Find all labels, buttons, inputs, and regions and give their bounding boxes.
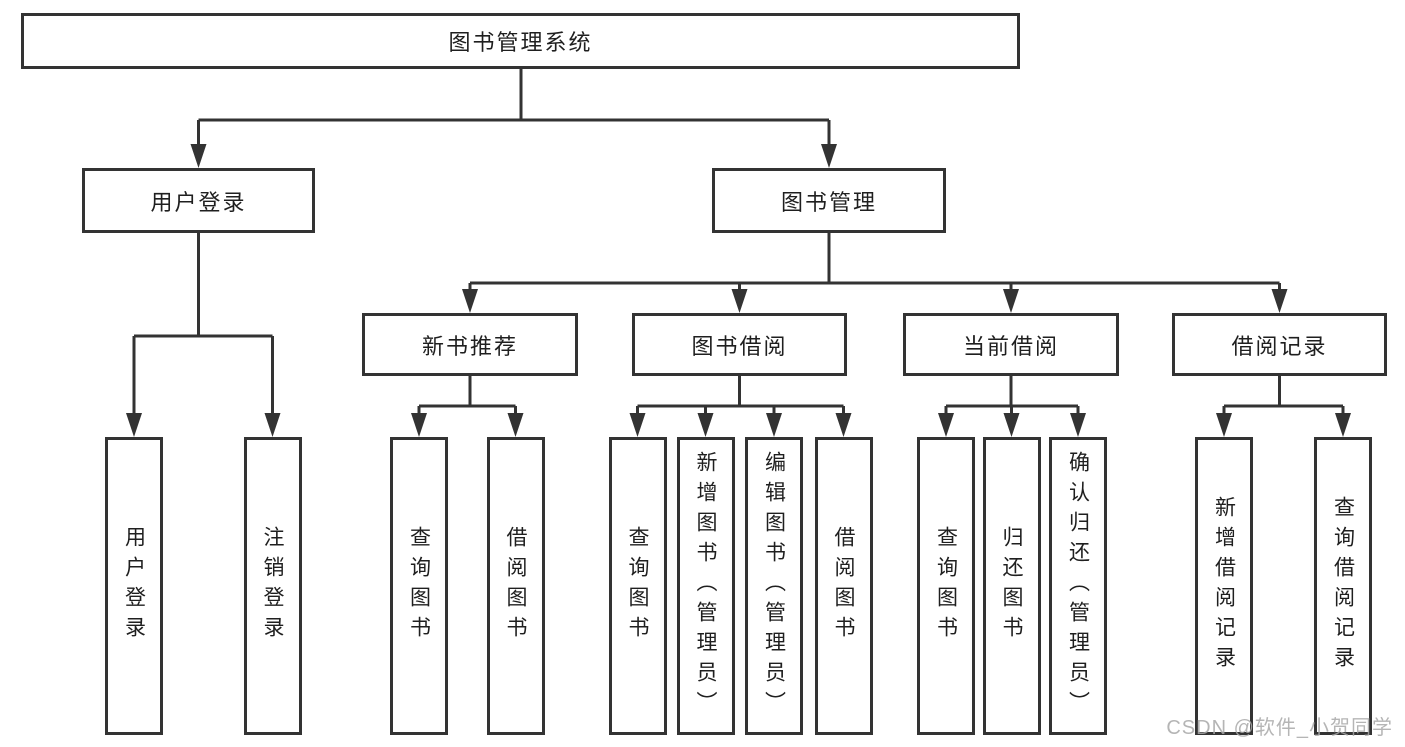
node-label: 确认归还（管理员） [1066, 451, 1090, 721]
leaf-confirm-return-admin: 确认归还（管理员） [1049, 437, 1107, 735]
node-borrowing-records: 借阅记录 [1172, 313, 1387, 376]
node-book-borrowing: 图书借阅 [632, 313, 847, 376]
node-label: 注销登录 [261, 526, 284, 646]
leaf-add-borrow-record: 新增借阅记录 [1195, 437, 1253, 735]
leaf-add-books-admin: 新增图书（管理员） [676, 437, 735, 735]
node-label: 借阅图书 [504, 526, 527, 646]
leaf-query-borrow-record: 查询借阅记录 [1314, 437, 1372, 735]
leaf-query-books-current: 查询图书 [917, 437, 975, 735]
node-label: 图书借阅 [691, 333, 788, 359]
leaf-query-books-recommend: 查询图书 [390, 437, 448, 735]
node-label: 查询图书 [407, 526, 431, 646]
node-label: 查询图书 [626, 526, 649, 646]
node-label: 当前借阅 [962, 333, 1059, 359]
leaf-borrow-books-recommend: 借阅图书 [486, 437, 545, 735]
node-root-library-management-system: 图书管理系统 [21, 13, 1020, 69]
arrowheads [126, 144, 1351, 437]
leaf-logout: 注销登录 [243, 437, 302, 735]
leaf-borrow-books: 借阅图书 [814, 437, 873, 735]
node-label: 新书推荐 [421, 333, 518, 359]
node-book-management: 图书管理 [712, 168, 946, 233]
node-label: 用户登录 [150, 189, 247, 215]
tree-edges [132, 69, 1345, 415]
node-label: 借阅记录 [1231, 333, 1328, 359]
leaf-edit-books-admin: 编辑图书（管理员） [745, 437, 803, 735]
node-label: 归还图书 [1000, 526, 1023, 646]
node-label: 新增借阅记录 [1212, 496, 1236, 676]
node-label: 编辑图书（管理员） [762, 451, 786, 721]
leaf-user-login: 用户登录 [105, 437, 163, 735]
node-label: 用户登录 [122, 526, 146, 646]
node-new-book-recommend: 新书推荐 [362, 313, 578, 376]
node-label: 借阅图书 [832, 526, 855, 646]
node-label: 新增图书（管理员） [694, 451, 717, 721]
node-label: 图书管理系统 [448, 30, 593, 55]
node-current-borrowing: 当前借阅 [903, 313, 1119, 376]
node-user-login: 用户登录 [82, 168, 315, 233]
node-label: 查询图书 [934, 526, 958, 646]
node-label: 图书管理 [780, 189, 877, 215]
csdn-watermark: CSDN @软件_小贺同学 [1166, 717, 1393, 739]
leaf-return-books: 归还图书 [982, 437, 1041, 735]
node-label: 查询借阅记录 [1331, 496, 1355, 676]
leaf-query-books-borrowing: 查询图书 [608, 437, 667, 735]
